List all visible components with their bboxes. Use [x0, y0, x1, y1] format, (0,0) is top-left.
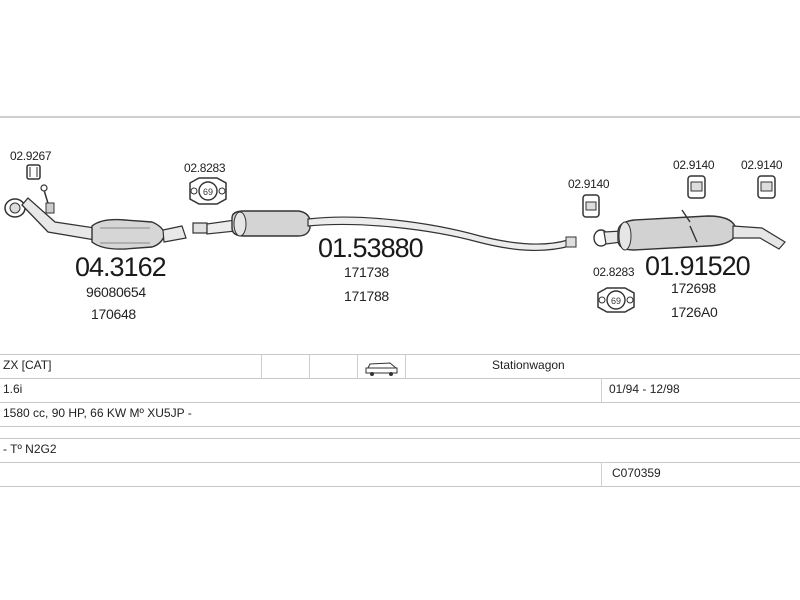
- table-line: [0, 486, 800, 487]
- table-line: [0, 426, 800, 427]
- mount-mid-part-number[interactable]: 02.9140: [673, 158, 715, 172]
- middle-silencer-ref2: 171788: [344, 288, 389, 304]
- table-line: [0, 462, 800, 463]
- table-line: [0, 402, 800, 403]
- rear-silencer-drawing[interactable]: [593, 209, 786, 251]
- table-line: [0, 438, 800, 439]
- gasket-icon[interactable]: [189, 177, 227, 205]
- vehicle-code[interactable]: C070359: [612, 466, 661, 480]
- catalytic-converter-ref2: 170648: [91, 306, 136, 322]
- mount-icon-mid[interactable]: [687, 175, 706, 199]
- rear-silencer-number[interactable]: 01.91520: [645, 251, 751, 281]
- middle-silencer-ref1: 171738: [344, 264, 389, 280]
- vehicle-specs: 1580 cc, 90 HP, 66 KW Mº XU5JP -: [3, 406, 192, 420]
- gasket-part-number[interactable]: 02.8283: [184, 161, 226, 175]
- vehicle-model: ZX [CAT]: [3, 358, 52, 372]
- gasket-badge-text-rear: 69: [611, 296, 621, 306]
- mount-right-part-number[interactable]: 02.9140: [741, 158, 783, 172]
- catalytic-converter-drawing[interactable]: [4, 184, 187, 250]
- clamp-icon[interactable]: [26, 164, 41, 180]
- table-divider: [601, 378, 602, 402]
- rear-silencer-ref1: 172698: [671, 280, 716, 296]
- mount-left-part-number[interactable]: 02.9140: [568, 177, 610, 191]
- table-divider: [309, 354, 310, 378]
- table-line: [0, 378, 800, 379]
- mount-icon-right[interactable]: [757, 175, 776, 199]
- table-divider: [405, 354, 406, 378]
- middle-silencer-drawing[interactable]: [192, 210, 577, 251]
- rear-silencer-ref2: 1726A0: [671, 304, 718, 320]
- mount-icon-left[interactable]: [582, 194, 600, 218]
- table-divider: [261, 354, 262, 378]
- vehicle-extra: - Tº N2G2: [3, 442, 57, 456]
- vehicle-engine: 1.6i: [3, 382, 23, 396]
- table-divider: [357, 354, 358, 378]
- clamp-part-number[interactable]: 02.9267: [10, 149, 52, 163]
- gasket-icon-rear[interactable]: [597, 287, 635, 313]
- vehicle-years: 01/94 - 12/98: [609, 382, 680, 396]
- gasket-badge-text: 69: [203, 187, 213, 197]
- rear-gasket-part-number[interactable]: 02.8283: [593, 265, 635, 279]
- table-line: [0, 354, 800, 355]
- table-divider: [601, 462, 602, 486]
- vehicle-body-type: Stationwagon: [492, 358, 565, 372]
- catalytic-converter-ref1: 96080654: [86, 284, 146, 300]
- middle-silencer-number[interactable]: 01.53880: [318, 233, 424, 263]
- station-wagon-icon: [365, 362, 398, 376]
- catalytic-converter-number[interactable]: 04.3162: [75, 252, 167, 282]
